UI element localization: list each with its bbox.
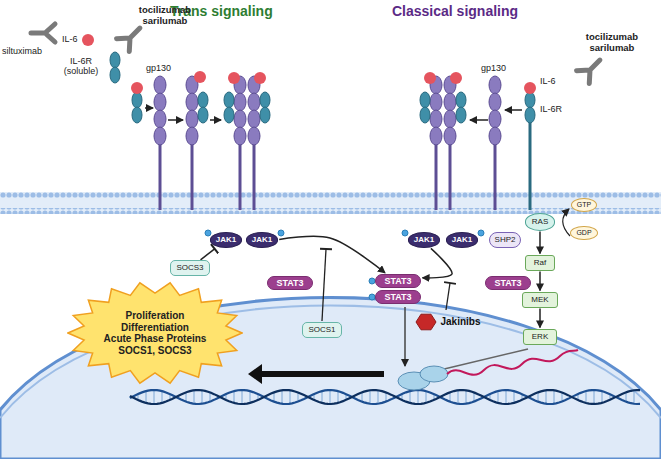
inhibitor-box: SOCS3 xyxy=(170,260,209,275)
node-text: SOCS3 xyxy=(176,263,203,272)
node-text: STAT3 xyxy=(494,278,521,288)
drug-label: siltuximab xyxy=(2,46,42,56)
cytokine-label: IL-6 xyxy=(62,34,78,44)
stat-oval: STAT3 xyxy=(267,276,312,290)
arrow-line xyxy=(539,232,541,254)
section-title: Classical signaling xyxy=(392,3,518,19)
node-text: GDP xyxy=(576,229,591,237)
ras-oval: RAS xyxy=(525,213,555,230)
arrow-line xyxy=(539,272,541,291)
node-text: JAK1 xyxy=(216,235,236,244)
node-text: RAS xyxy=(532,217,548,226)
inhibitor-box: SOCS1 xyxy=(302,322,341,337)
node-text: GTP xyxy=(577,201,591,209)
outcome-burst: ProliferationDifferentiationAcute Phase … xyxy=(67,281,243,385)
kinase-oval: JAK1 xyxy=(408,232,440,247)
receptor-label: IL-6R (soluble) xyxy=(57,56,105,77)
arrow-line xyxy=(539,309,541,328)
kinase-box: ERK xyxy=(523,329,557,344)
stat-oval: STAT3 xyxy=(485,276,530,290)
inhibition-line xyxy=(201,249,215,260)
drug-hexagon: Jakinibs xyxy=(413,310,482,334)
stat-oval: STAT3 xyxy=(375,274,420,288)
nucleotide-oval: GTP xyxy=(571,198,597,212)
node-text: JAK1 xyxy=(452,235,472,244)
receptor-label: IL-6R xyxy=(540,104,562,114)
drug-label: tocilizumab sarilumab xyxy=(576,32,648,54)
node-text: Jakinibs xyxy=(440,316,480,328)
node-text: JAK1 xyxy=(252,235,272,244)
node-text: MEK xyxy=(531,295,548,304)
node-text: Acute Phase Proteins xyxy=(104,333,207,345)
node-text: STAT3 xyxy=(276,278,303,288)
receptor-label: gp130 xyxy=(146,63,171,73)
arrow-line xyxy=(423,248,453,277)
kinase-box: MEK xyxy=(522,292,557,307)
kinase-oval: JAK1 xyxy=(210,232,242,247)
cytokine-label: IL-6 xyxy=(540,76,556,86)
kinase-oval: JAK1 xyxy=(446,232,478,247)
nucleotide-oval: GDP xyxy=(570,226,597,240)
node-text: SHP2 xyxy=(495,235,516,244)
node-text: STAT3 xyxy=(384,292,411,302)
phosphatase-box: SHP2 xyxy=(489,232,522,247)
arrow-line xyxy=(279,236,385,272)
node-text: Raf xyxy=(534,258,546,267)
node-text: SOCS1, SOCS3 xyxy=(118,345,191,357)
node-text: Proliferation xyxy=(126,310,185,322)
node-text: Differentiation xyxy=(121,322,189,334)
node-text: STAT3 xyxy=(384,276,411,286)
kinase-oval: JAK1 xyxy=(246,232,278,247)
node-text: JAK1 xyxy=(414,235,434,244)
node-text: ERK xyxy=(532,332,548,341)
stat-oval: STAT3 xyxy=(375,290,420,304)
hexagon-icon xyxy=(415,312,437,332)
node-text: SOCS1 xyxy=(308,325,335,334)
drug-label: tocilizumab sarilumab xyxy=(129,5,201,27)
kinase-box: Raf xyxy=(525,255,555,270)
receptor-label: gp130 xyxy=(481,63,506,73)
